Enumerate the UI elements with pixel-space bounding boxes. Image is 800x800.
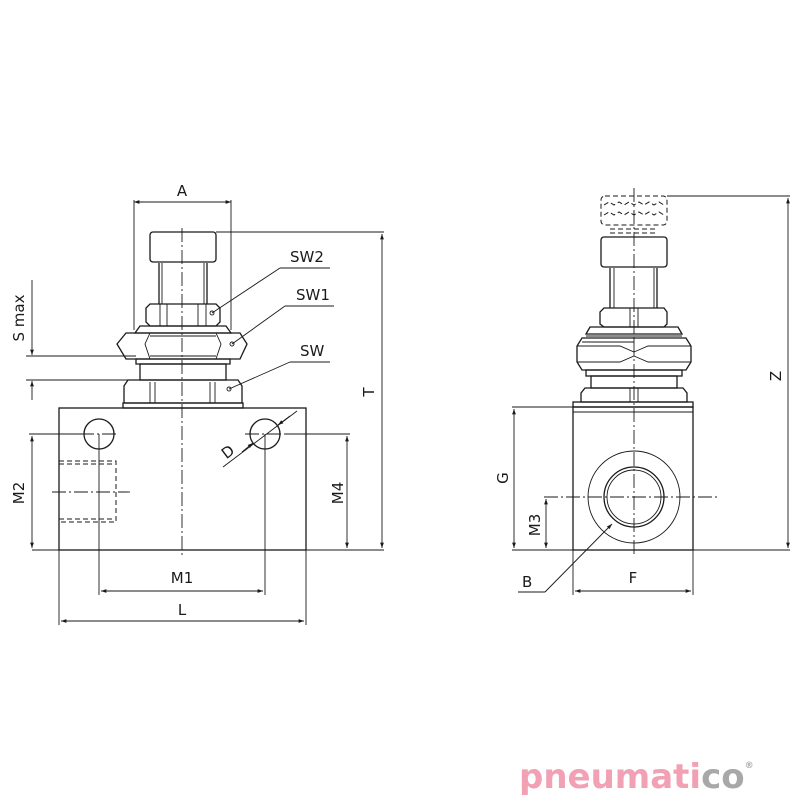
dim-label-m1: M1 [171,569,194,587]
label-b: B [522,573,532,591]
logo-text-secondary: co [701,757,745,797]
side-view: Z G M3 B F [494,188,790,595]
valve-body-side [572,406,694,551]
dim-label-m3: M3 [526,514,544,537]
dim-label-m4: M4 [329,482,347,505]
front-view: A T S max SW2 SW1 SW D M2 M4 [10,182,384,625]
label-sw1: SW1 [296,286,330,304]
label-sw: SW [300,342,325,360]
knurled-knob [149,231,217,263]
dim-label-z: Z [767,371,785,381]
nut-sw [123,379,243,404]
nut-large-side [576,337,692,371]
dim-label-t: T [360,387,378,398]
brand-logo: pneumatico® [519,760,754,794]
dim-label-d: D [218,441,238,462]
dim-label-m2: M2 [10,482,28,505]
valve-body [58,407,307,551]
dim-label-a: A [177,182,188,200]
nut-sw2 [145,303,221,327]
dim-label-s-max: S max [10,294,28,341]
dim-label-f: F [629,569,638,587]
dim-label-g: G [494,472,512,484]
nut-sw1 [116,332,248,360]
logo-text-primary: pneumati [519,757,702,797]
registered-mark: ® [744,761,754,771]
dim-label-l: L [178,601,187,619]
label-sw2: SW2 [290,248,324,266]
